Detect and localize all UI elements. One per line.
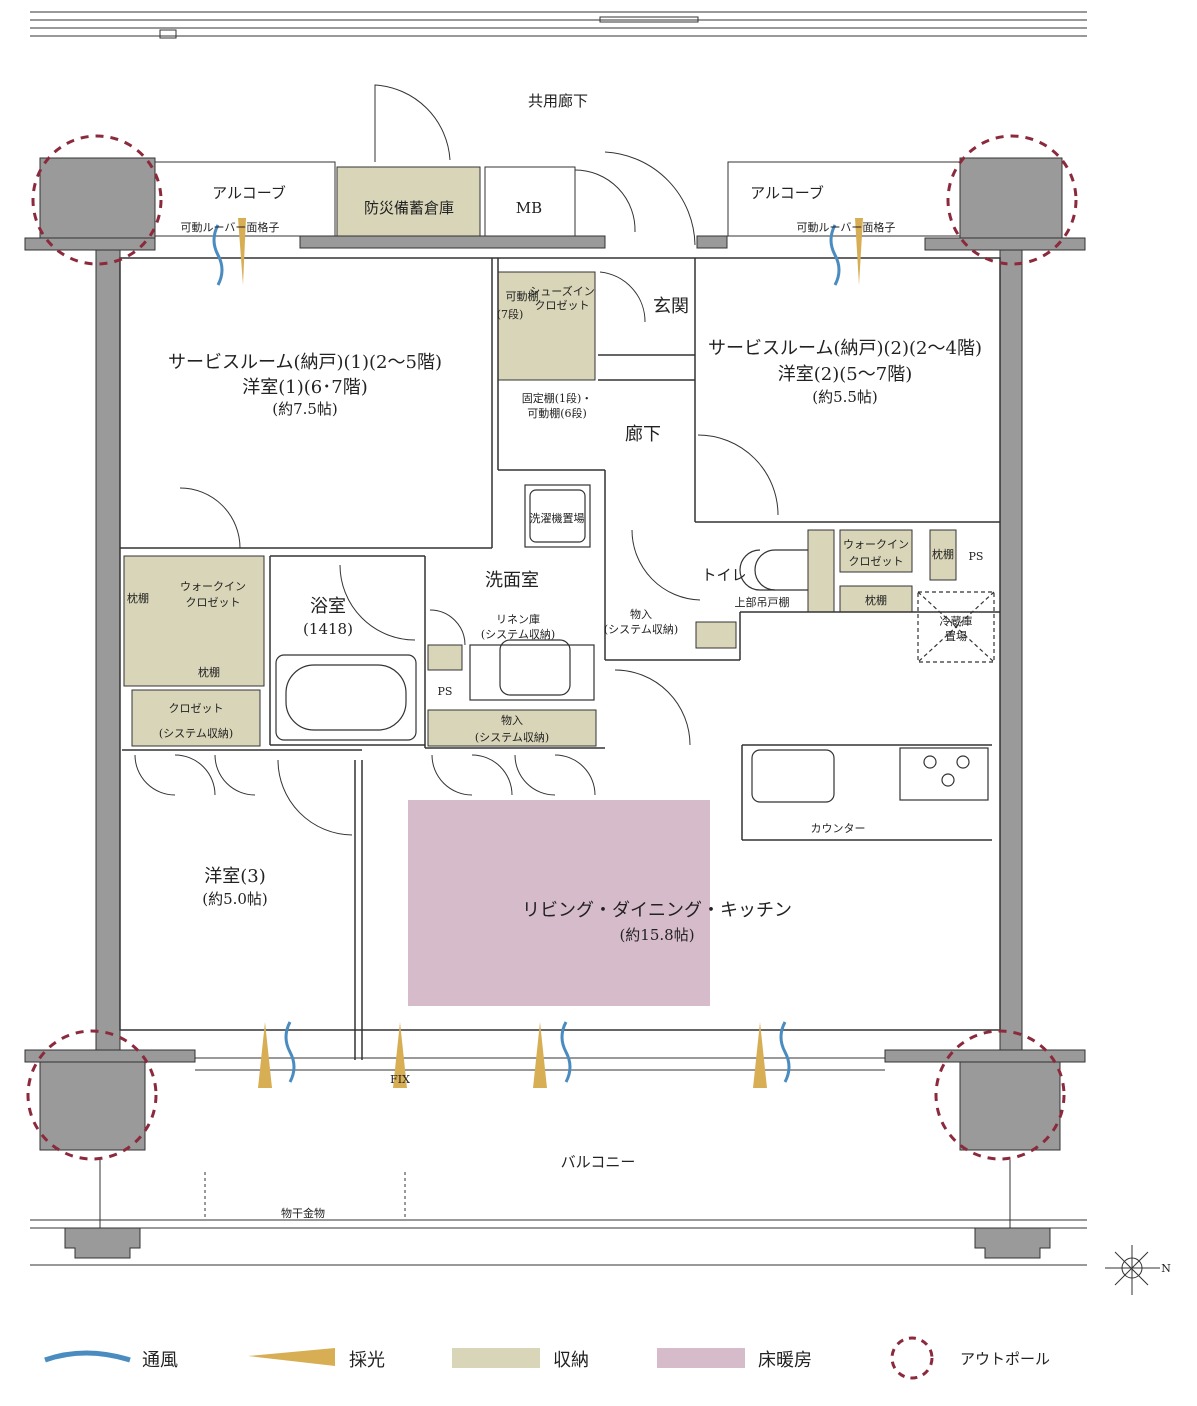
legend-ventilation-label: 通風 bbox=[142, 1350, 178, 1371]
label-pillow-shelf: 枕棚 bbox=[865, 593, 887, 607]
label-pillow-shelf-vertical: 枕棚 bbox=[932, 547, 954, 561]
label-fixed-shelf-line1: 固定棚(1段)・ bbox=[522, 391, 593, 405]
label-mb: MB bbox=[516, 199, 542, 217]
label-fixed-shelf-line2: 可動棚(6段) bbox=[527, 406, 587, 420]
legend-outpole-icon bbox=[890, 1336, 934, 1380]
label-ps: PS bbox=[969, 550, 984, 563]
fixtures bbox=[275, 484, 995, 803]
label-pillow-left-vertical: 枕棚 bbox=[127, 591, 149, 605]
label-hallway: 廊下 bbox=[625, 424, 661, 445]
label-bath: 浴室 bbox=[310, 596, 346, 617]
label-alcove-left: アルコーブ bbox=[212, 184, 286, 202]
label-fridge-line1: 冷蔵庫 bbox=[940, 614, 973, 628]
label-storage2-line1: 物入 bbox=[501, 713, 523, 727]
alcove-structures bbox=[154, 161, 961, 237]
label-louver-right: 可動ルーバー面格子 bbox=[797, 220, 896, 234]
label-service-room-1-line3: (約7.5帖) bbox=[272, 400, 338, 418]
label-wic-right-line2: クロゼット bbox=[849, 555, 904, 568]
lighting-marks bbox=[238, 218, 863, 1088]
label-wic-right-line1: ウォークイン bbox=[843, 538, 909, 551]
label-compass-n: N bbox=[1161, 1262, 1171, 1275]
label-entrance: 玄関 bbox=[653, 296, 689, 317]
door-swings bbox=[134, 84, 779, 836]
legend-floor-heating-label: 床暖房 bbox=[758, 1350, 812, 1371]
label-wic-left-line2: クロゼット bbox=[186, 596, 241, 609]
label-movable-shelf: 可動棚 bbox=[506, 289, 539, 303]
storage-areas bbox=[123, 271, 957, 747]
label-wic-left-line1: ウォークイン bbox=[180, 580, 246, 593]
label-toilet: トイレ bbox=[701, 566, 746, 584]
label-closet-line2: (システム収納) bbox=[159, 727, 233, 740]
top-rail bbox=[30, 11, 1087, 39]
label-fix: FIX bbox=[390, 1073, 410, 1086]
legend-ventilation-icon bbox=[44, 1350, 131, 1363]
room-labels: 共用廊下 アルコーブ アルコーブ 防災備蓄倉庫 MB 可動ルーバー面格子 可動ル… bbox=[127, 92, 1171, 1275]
label-linen-line1: リネン庫 bbox=[496, 612, 540, 626]
label-alcove-right: アルコーブ bbox=[750, 184, 824, 202]
label-storage2-line2: (システム収納) bbox=[475, 731, 549, 744]
label-disaster-storage: 防災備蓄倉庫 bbox=[364, 199, 454, 217]
label-storage-line2: (システム収納) bbox=[604, 623, 678, 636]
label-room3-line2: (約5.0帖) bbox=[202, 890, 268, 908]
label-louver-left: 可動ルーバー面格子 bbox=[181, 220, 280, 234]
label-laundry-hardware: 物干金物 bbox=[281, 1206, 325, 1220]
legend-floor-heating-swatch bbox=[657, 1348, 745, 1368]
label-service-room-2-line3: (約5.5帖) bbox=[812, 388, 878, 406]
label-linen-line2: (システム収納) bbox=[481, 628, 555, 641]
label-room3-line1: 洋室(3) bbox=[204, 866, 266, 887]
label-washroom: 洗面室 bbox=[485, 570, 539, 591]
label-storage-line1: 物入 bbox=[630, 607, 652, 621]
label-pillow-left: 枕棚 bbox=[198, 665, 220, 679]
label-service-room-2-line1: サービスルーム(納戸)(2)(2〜4階) bbox=[708, 338, 982, 359]
label-shoes-closet: シューズインクロゼット bbox=[529, 284, 594, 312]
legend-storage-swatch bbox=[452, 1348, 540, 1368]
label-washer: 洗濯機置場 bbox=[530, 511, 585, 525]
label-seven-steps: (7段) bbox=[497, 307, 524, 321]
compass-icon bbox=[1105, 1245, 1160, 1295]
label-ldk-line1: リビング・ダイニング・キッチン bbox=[522, 900, 792, 921]
ventilation-marks bbox=[212, 224, 841, 1083]
label-counter: カウンター bbox=[811, 822, 866, 835]
legend: 通風 採光 収納 床暖房 アウトポール bbox=[44, 1336, 1050, 1380]
label-ps2: PS bbox=[438, 685, 453, 698]
label-balcony: バルコニー bbox=[561, 1153, 636, 1171]
label-upper-cabinet: 上部吊戸棚 bbox=[735, 595, 790, 609]
legend-lighting-label: 採光 bbox=[349, 1350, 385, 1371]
label-fridge-line2: 置場 bbox=[945, 630, 967, 643]
label-service-room-1-line2: 洋室(1)(6･7階) bbox=[242, 377, 367, 398]
label-service-room-2-line2: 洋室(2)(5〜7階) bbox=[778, 364, 912, 385]
legend-lighting-icon bbox=[248, 1348, 335, 1366]
label-corridor-common: 共用廊下 bbox=[528, 92, 588, 110]
label-ldk-line2: (約15.8帖) bbox=[619, 926, 694, 944]
legend-outpole-label: アウトポール bbox=[960, 1350, 1050, 1368]
interior-walls bbox=[119, 257, 1001, 1060]
outpole-markers bbox=[26, 134, 1078, 1161]
label-closet-line1: クロゼット bbox=[169, 702, 224, 715]
floor-heating-area bbox=[408, 800, 710, 1006]
walls bbox=[24, 157, 1086, 1259]
legend-storage-label: 収納 bbox=[553, 1350, 589, 1371]
label-service-room-1-line1: サービスルーム(納戸)(1)(2〜5階) bbox=[168, 352, 442, 373]
label-bath-size: (1418) bbox=[303, 620, 353, 638]
